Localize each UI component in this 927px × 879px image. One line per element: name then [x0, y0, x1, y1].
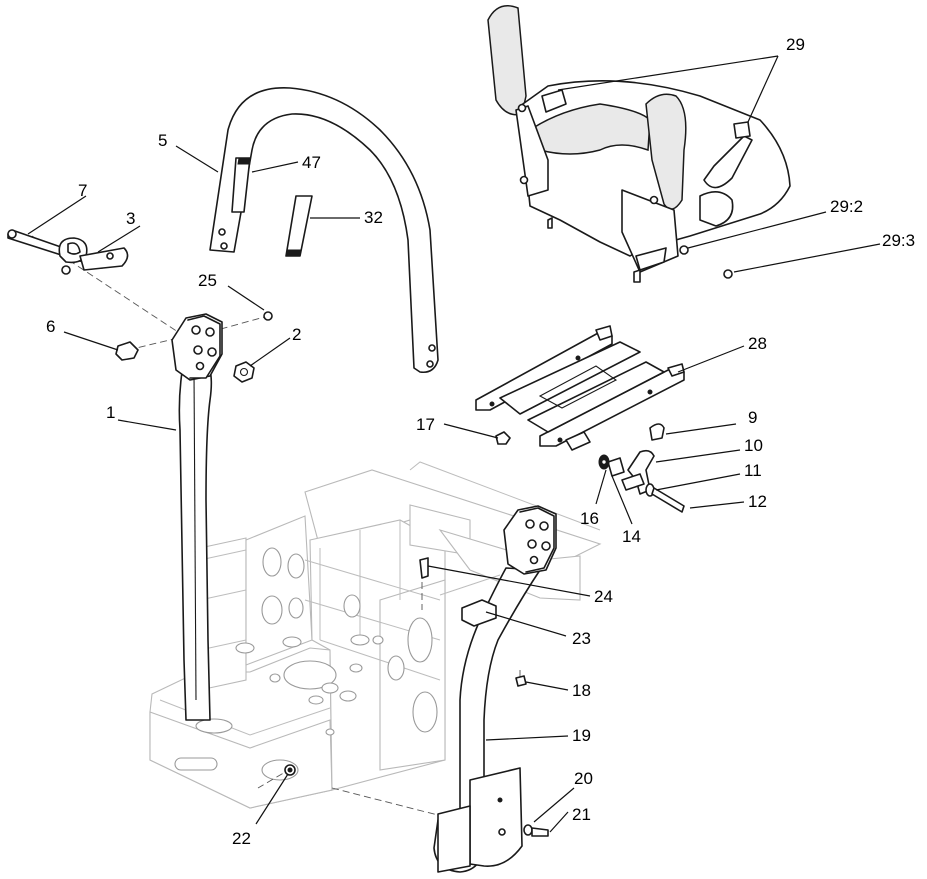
callout-29-3: 29:3 — [882, 231, 915, 250]
callout-23: 23 — [572, 629, 591, 648]
callout-2: 2 — [292, 325, 301, 344]
left-mount-plate — [171, 313, 223, 381]
callout-12: 12 — [748, 492, 767, 511]
callout-6: 6 — [46, 317, 55, 336]
callout-28: 28 — [748, 334, 767, 353]
callout-14: 14 — [622, 527, 641, 546]
callout-5: 5 — [158, 131, 167, 150]
callout-17: 17 — [416, 415, 435, 434]
callout-7: 7 — [78, 181, 87, 200]
callout-25: 25 — [198, 271, 217, 290]
rops-right-tube — [433, 567, 541, 873]
chassis-frame — [149, 461, 602, 809]
callout-47: 47 — [302, 153, 321, 172]
callout-20: 20 — [574, 769, 593, 788]
latch-assembly — [598, 423, 685, 513]
decal-32 — [285, 195, 313, 257]
callout-labels: 1 2 3 5 6 7 9 10 11 12 14 16 17 18 19 20… — [46, 35, 915, 848]
rops-upper-bar — [209, 87, 439, 374]
bracket-23 — [461, 599, 497, 627]
callout-10: 10 — [744, 436, 763, 455]
callout-3: 3 — [126, 209, 135, 228]
nut-17 — [495, 431, 511, 445]
callout-24: 24 — [594, 587, 613, 606]
callout-9: 9 — [748, 408, 757, 427]
nut-25 — [263, 311, 273, 321]
lynch-clip — [58, 237, 129, 275]
callout-19: 19 — [572, 726, 591, 745]
leader-lines — [27, 55, 881, 833]
callout-16: 16 — [580, 509, 599, 528]
callout-22: 22 — [232, 829, 251, 848]
callout-21: 21 — [572, 805, 591, 824]
right-mount-plate — [503, 505, 557, 575]
nut-18 — [515, 675, 527, 687]
bolt-21 — [531, 827, 549, 837]
washer-20 — [523, 824, 533, 836]
callout-11: 11 — [744, 461, 762, 480]
bolt-22 — [284, 764, 296, 776]
knob-6 — [115, 341, 139, 361]
rops-left-tube — [178, 359, 213, 721]
callout-29-2: 29:2 — [830, 197, 863, 216]
bolt-24 — [419, 557, 429, 579]
callout-32: 32 — [364, 208, 383, 227]
nut-2 — [233, 361, 255, 383]
seat — [487, 5, 791, 283]
callout-29: 29 — [786, 35, 805, 54]
callout-1: 1 — [106, 403, 115, 422]
callout-18: 18 — [572, 681, 591, 700]
seat-mount-frame — [475, 325, 685, 451]
